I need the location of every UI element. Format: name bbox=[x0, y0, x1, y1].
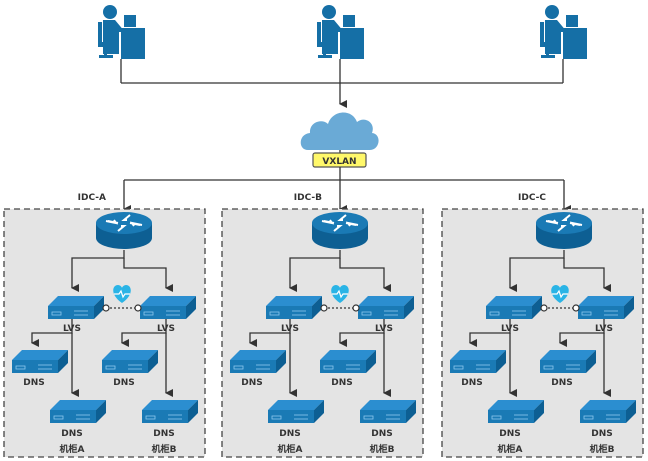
dns-server-icon bbox=[449, 349, 507, 374]
user-3 bbox=[540, 5, 587, 59]
dns-label: DNS bbox=[499, 429, 521, 439]
idc-label: IDC-B bbox=[294, 193, 322, 203]
user-at-desk-icon bbox=[540, 5, 587, 59]
dns-server-icon bbox=[11, 349, 69, 374]
router-links bbox=[289, 250, 391, 292]
lvs-server-icon bbox=[139, 295, 197, 320]
dns-label: DNS bbox=[113, 378, 135, 388]
link-node bbox=[134, 304, 142, 312]
idc-label: IDC-C bbox=[518, 193, 546, 203]
dns-label: DNS bbox=[371, 429, 393, 439]
dns-label: DNS bbox=[279, 429, 301, 439]
lvs-server-icon bbox=[577, 295, 635, 320]
cloud: VXLAN bbox=[300, 112, 379, 168]
rack-label: 机柜B bbox=[590, 443, 615, 455]
user-1 bbox=[98, 5, 145, 59]
cloud-icon bbox=[300, 112, 379, 150]
lvs-links bbox=[121, 319, 173, 397]
link-node bbox=[102, 304, 110, 312]
lvs-server-icon bbox=[357, 295, 415, 320]
link-node bbox=[352, 304, 360, 312]
rack-label: 机柜B bbox=[370, 443, 395, 455]
lvs-links bbox=[339, 319, 391, 397]
lvs-links bbox=[31, 319, 79, 397]
router-icon bbox=[535, 211, 593, 250]
dns-server-icon bbox=[49, 399, 107, 424]
link-node bbox=[320, 304, 328, 312]
dns-server-icon bbox=[267, 399, 325, 424]
dns-server-icon bbox=[141, 399, 199, 424]
dns-server-icon bbox=[101, 349, 159, 374]
link-node bbox=[540, 304, 548, 312]
dns-label: DNS bbox=[461, 378, 483, 388]
dns-label: DNS bbox=[153, 429, 175, 439]
dns-label: DNS bbox=[591, 429, 613, 439]
lvs-links bbox=[469, 319, 517, 397]
rack-label: 机柜A bbox=[278, 443, 303, 455]
user-connectors bbox=[120, 59, 564, 108]
dns-server-icon bbox=[359, 399, 417, 424]
dns-label: DNS bbox=[551, 378, 573, 388]
idc-connectors bbox=[123, 167, 571, 213]
lvs-links bbox=[249, 319, 297, 397]
dns-label: DNS bbox=[23, 378, 45, 388]
dns-server-icon bbox=[539, 349, 597, 374]
rack-label: 机柜A bbox=[498, 443, 523, 455]
router-links bbox=[71, 250, 173, 292]
user-2 bbox=[317, 5, 364, 59]
rack-label: 机柜A bbox=[60, 443, 85, 455]
link-node bbox=[572, 304, 580, 312]
lvs-server-icon bbox=[47, 295, 105, 320]
router-links bbox=[509, 250, 611, 292]
dns-server-icon bbox=[579, 399, 637, 424]
user-at-desk-icon bbox=[317, 5, 364, 59]
router-icon bbox=[311, 211, 369, 250]
lvs-server-icon bbox=[485, 295, 543, 320]
user-at-desk-icon bbox=[98, 5, 145, 59]
lvs-server-icon bbox=[265, 295, 323, 320]
idc-label: IDC-A bbox=[78, 193, 106, 203]
lvs-links bbox=[559, 319, 611, 397]
dns-label: DNS bbox=[331, 378, 353, 388]
dns-label: DNS bbox=[241, 378, 263, 388]
dns-server-icon bbox=[487, 399, 545, 424]
dns-server-icon bbox=[229, 349, 287, 374]
dns-label: DNS bbox=[61, 429, 83, 439]
router-icon bbox=[95, 211, 153, 250]
dns-server-icon bbox=[319, 349, 377, 374]
vxlan-label: VXLAN bbox=[322, 157, 356, 167]
rack-label: 机柜B bbox=[152, 443, 177, 455]
